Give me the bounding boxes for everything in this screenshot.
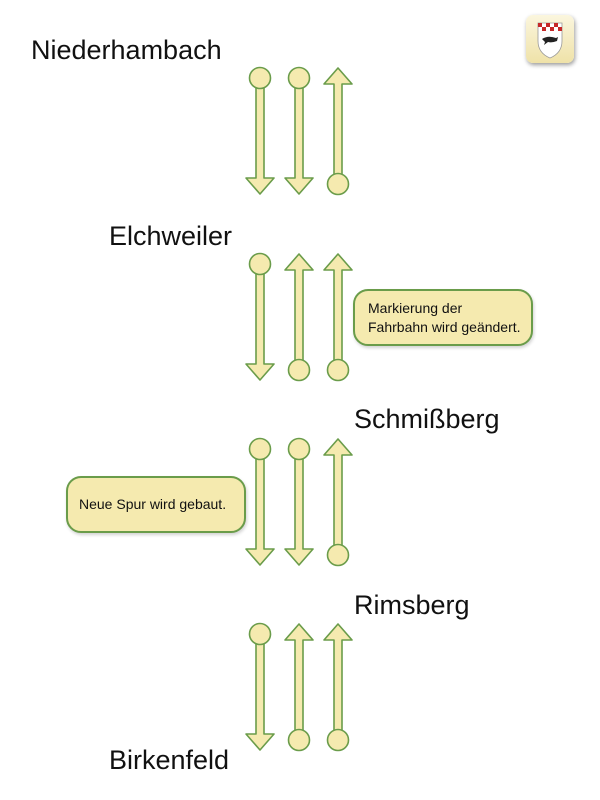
lane-arrow-up-2-2 [284,253,314,382]
place-label-birkenfeld: Birkenfeld [109,745,230,775]
note-new-lane: Neue Spur wird gebaut. [66,476,246,533]
place-label-schmissberg: Schmißberg [354,404,500,434]
lane-arrow-down-1-2 [284,66,314,195]
place-label-niederhambach: Niederhambach [31,35,222,65]
place-label-elchweiler: Elchweiler [109,221,233,251]
note-lane-marking-change: Markierung der Fahrbahn wird geändert. [353,289,533,346]
lane-arrow-down-1-1 [245,66,275,195]
lane-arrow-up-4-2 [284,623,314,752]
lane-arrow-down-2-1 [245,252,275,381]
lane-arrow-up-3-3 [323,438,353,567]
coat-of-arms-icon [526,15,574,63]
lane-arrow-up-4-3 [323,623,353,752]
place-label-rimsberg: Rimsberg [354,590,470,620]
lane-arrow-down-3-1 [245,437,275,566]
lane-arrow-down-3-2 [284,437,314,566]
lane-arrow-up-2-3 [323,253,353,382]
lane-arrow-up-1-3 [323,67,353,196]
lane-arrow-down-4-1 [245,622,275,751]
